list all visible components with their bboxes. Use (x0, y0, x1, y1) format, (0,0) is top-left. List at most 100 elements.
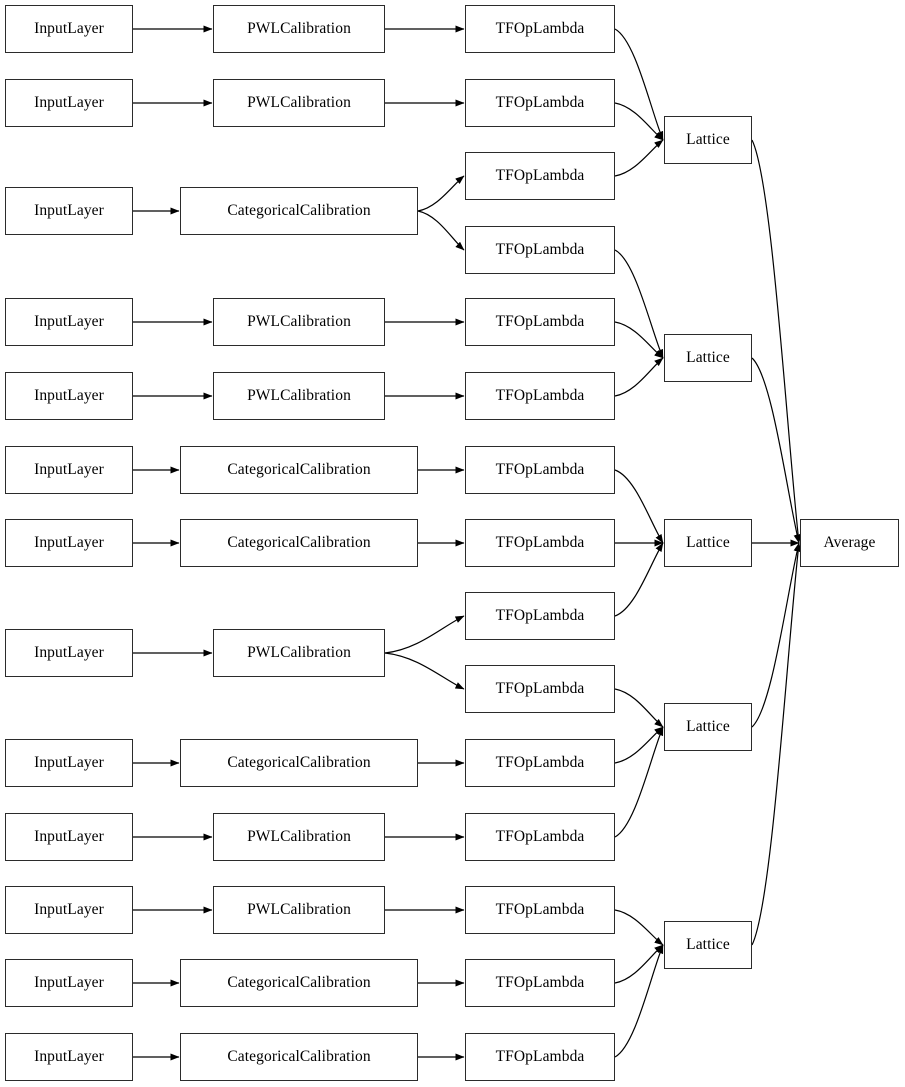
node-in4[interactable]: InputLayer (5, 298, 133, 346)
node-label: PWLCalibration (247, 387, 351, 405)
node-in7[interactable]: InputLayer (5, 519, 133, 567)
node-label: CategoricalCalibration (227, 974, 371, 992)
node-lat2[interactable]: Lattice (664, 334, 752, 382)
edge-tf10-to-lat4 (614, 688, 664, 728)
node-label: CategoricalCalibration (227, 461, 371, 479)
edge-tf2-to-lat1 (614, 102, 664, 141)
edge-cal3-to-tf4 (417, 210, 465, 251)
node-cal10[interactable]: PWLCalibration (213, 813, 385, 861)
node-label: PWLCalibration (247, 313, 351, 331)
node-label: InputLayer (34, 461, 104, 479)
node-tf1[interactable]: TFOpLambda (465, 5, 615, 53)
node-tf15[interactable]: TFOpLambda (465, 1033, 615, 1081)
node-cal6[interactable]: CategoricalCalibration (180, 446, 418, 494)
node-label: InputLayer (34, 754, 104, 772)
node-label: TFOpLambda (495, 241, 585, 259)
node-cal1[interactable]: PWLCalibration (213, 5, 385, 53)
node-label: InputLayer (34, 313, 104, 331)
node-cal8[interactable]: PWLCalibration (213, 629, 385, 677)
node-tf2[interactable]: TFOpLambda (465, 79, 615, 127)
edge-lat5-to-avg (751, 542, 802, 946)
edge-tf6-to-lat2 (614, 357, 664, 397)
node-label: TFOpLambda (495, 461, 585, 479)
node-tf6[interactable]: TFOpLambda (465, 372, 615, 420)
node-cal9[interactable]: CategoricalCalibration (180, 739, 418, 787)
node-tf12[interactable]: TFOpLambda (465, 813, 615, 861)
node-label: CategoricalCalibration (227, 1048, 371, 1066)
edge-tf14-to-lat5 (614, 944, 664, 984)
node-in5[interactable]: InputLayer (5, 372, 133, 420)
node-label: InputLayer (34, 901, 104, 919)
node-in13[interactable]: InputLayer (5, 1033, 133, 1081)
node-label: InputLayer (34, 94, 104, 112)
node-label: PWLCalibration (247, 901, 351, 919)
node-tf9[interactable]: TFOpLambda (465, 592, 615, 640)
node-label: InputLayer (34, 644, 104, 662)
node-tf13[interactable]: TFOpLambda (465, 886, 615, 934)
node-label: InputLayer (34, 534, 104, 552)
node-in10[interactable]: InputLayer (5, 813, 133, 861)
node-label: PWLCalibration (247, 644, 351, 662)
node-in1[interactable]: InputLayer (5, 5, 133, 53)
node-tf10[interactable]: TFOpLambda (465, 665, 615, 713)
node-in6[interactable]: InputLayer (5, 446, 133, 494)
node-tf11[interactable]: TFOpLambda (465, 739, 615, 787)
node-cal11[interactable]: PWLCalibration (213, 886, 385, 934)
edge-tf13-to-lat5 (614, 909, 664, 946)
node-label: InputLayer (34, 974, 104, 992)
node-tf3[interactable]: TFOpLambda (465, 152, 615, 200)
node-label: CategoricalCalibration (227, 202, 371, 220)
node-cal4[interactable]: PWLCalibration (213, 298, 385, 346)
edge-lat1-to-avg (751, 139, 802, 544)
node-label: InputLayer (34, 387, 104, 405)
node-label: PWLCalibration (247, 20, 351, 38)
edge-tf4-to-lat2 (614, 249, 664, 359)
node-label: TFOpLambda (495, 828, 585, 846)
node-label: Lattice (686, 349, 730, 367)
node-cal12[interactable]: CategoricalCalibration (180, 959, 418, 1007)
node-label: Lattice (686, 534, 730, 552)
edge-tf5-to-lat2 (614, 321, 664, 359)
node-tf14[interactable]: TFOpLambda (465, 959, 615, 1007)
node-tf8[interactable]: TFOpLambda (465, 519, 615, 567)
node-label: TFOpLambda (495, 1048, 585, 1066)
node-lat5[interactable]: Lattice (664, 921, 752, 969)
node-lat1[interactable]: Lattice (664, 116, 752, 164)
node-label: InputLayer (34, 828, 104, 846)
node-label: TFOpLambda (495, 901, 585, 919)
node-in8[interactable]: InputLayer (5, 629, 133, 677)
node-avg[interactable]: Average (800, 519, 899, 567)
node-in2[interactable]: InputLayer (5, 79, 133, 127)
node-in12[interactable]: InputLayer (5, 959, 133, 1007)
node-label: Lattice (686, 936, 730, 954)
node-tf5[interactable]: TFOpLambda (465, 298, 615, 346)
node-in3[interactable]: InputLayer (5, 187, 133, 235)
node-label: TFOpLambda (495, 754, 585, 772)
node-label: TFOpLambda (495, 534, 585, 552)
node-label: TFOpLambda (495, 94, 585, 112)
node-label: InputLayer (34, 20, 104, 38)
node-tf4[interactable]: TFOpLambda (465, 226, 615, 274)
node-label: TFOpLambda (495, 680, 585, 698)
edge-cal3-to-tf3 (417, 175, 465, 212)
node-cal2[interactable]: PWLCalibration (213, 79, 385, 127)
node-label: CategoricalCalibration (227, 534, 371, 552)
node-cal7[interactable]: CategoricalCalibration (180, 519, 418, 567)
node-label: TFOpLambda (495, 387, 585, 405)
node-label: InputLayer (34, 202, 104, 220)
node-label: TFOpLambda (495, 607, 585, 625)
node-lat3[interactable]: Lattice (664, 519, 752, 567)
node-cal5[interactable]: PWLCalibration (213, 372, 385, 420)
node-label: InputLayer (34, 1048, 104, 1066)
node-in11[interactable]: InputLayer (5, 886, 133, 934)
node-tf7[interactable]: TFOpLambda (465, 446, 615, 494)
node-label: TFOpLambda (495, 974, 585, 992)
edge-tf9-to-lat3 (614, 542, 664, 617)
node-cal13[interactable]: CategoricalCalibration (180, 1033, 418, 1081)
edge-tf11-to-lat4 (614, 726, 664, 764)
node-lat4[interactable]: Lattice (664, 703, 752, 751)
node-in9[interactable]: InputLayer (5, 739, 133, 787)
node-cal3[interactable]: CategoricalCalibration (180, 187, 418, 235)
